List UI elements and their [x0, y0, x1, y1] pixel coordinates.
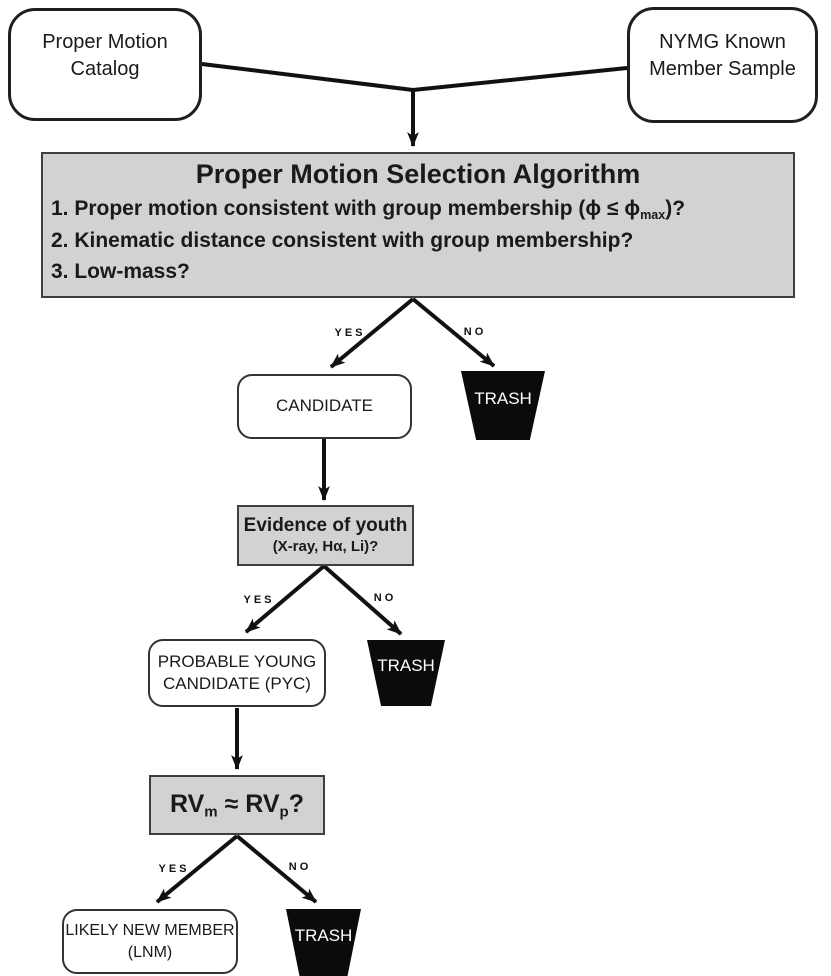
- trash-node-1: TRASH: [461, 371, 545, 440]
- node-label-line: NYMG Known: [659, 31, 786, 53]
- node-probable-young-candidate: PROBABLE YOUNG CANDIDATE (PYC): [148, 639, 326, 707]
- trash-label: TRASH: [474, 388, 532, 408]
- node-proper-motion-selection-algorithm: Proper Motion Selection Algorithm 1. Pro…: [41, 152, 795, 298]
- node-likely-new-member: LIKELY NEW MEMBER (LNM): [62, 909, 238, 974]
- trash-node-3: TRASH: [286, 909, 361, 976]
- node-proper-motion-catalog: Proper Motion Catalog: [8, 8, 202, 121]
- node-label-line: PROBABLE YOUNG: [157, 651, 317, 671]
- rv-p-subscript: p: [279, 803, 289, 821]
- rv-m-subscript: m: [204, 803, 218, 821]
- branch1-yes-label: YES: [334, 327, 366, 339]
- trash-label: TRASH: [377, 656, 435, 675]
- rv-label: RVm ≈ RVp?: [170, 789, 304, 821]
- node-label-line: (X-ray, Hα, Li)?: [272, 538, 379, 555]
- node-label-line: Catalog: [70, 57, 140, 80]
- node-nymg-known-member-sample: NYMG Known Member Sample: [627, 7, 818, 123]
- node-label-line: CANDIDATE (PYC): [163, 674, 311, 693]
- algorithm-item-1: 1. Proper motion consistent with group m…: [51, 197, 686, 222]
- node-label-line: (LNM): [127, 943, 173, 961]
- branch3-no-label: NO: [288, 861, 312, 873]
- node-label-line: Member Sample: [649, 58, 796, 80]
- branch2-yes-label: YES: [243, 594, 275, 606]
- node-label-line: Evidence of youth: [243, 515, 408, 537]
- node-rv-comparison: RVm ≈ RVp?: [149, 775, 325, 835]
- algorithm-item-2: 2. Kinematic distance consistent with gr…: [51, 228, 634, 252]
- algorithm-item-3: 3. Low-mass?: [51, 260, 190, 284]
- trash-label: TRASH: [294, 925, 353, 945]
- node-label-line: Proper Motion: [42, 30, 168, 53]
- branch2-no-label: NO: [373, 592, 397, 604]
- branch3-yes-label: YES: [158, 863, 190, 875]
- edge-pmcatalog-to-junction: [201, 62, 414, 92]
- trash-node-2: TRASH: [367, 640, 445, 706]
- algorithm-items: 1. Proper motion consistent with group m…: [43, 193, 793, 288]
- edge-nymg-to-junction: [412, 66, 628, 92]
- branch1-no-label: NO: [463, 326, 487, 338]
- algorithm-title: Proper Motion Selection Algorithm: [195, 159, 641, 189]
- node-candidate: CANDIDATE: [237, 374, 412, 439]
- node-label-line: LIKELY NEW MEMBER: [65, 922, 235, 940]
- node-evidence-of-youth: Evidence of youth (X-ray, Hα, Li)?: [237, 505, 414, 566]
- phi-max-subscript: max: [640, 207, 666, 222]
- node-label-line: CANDIDATE: [276, 396, 373, 416]
